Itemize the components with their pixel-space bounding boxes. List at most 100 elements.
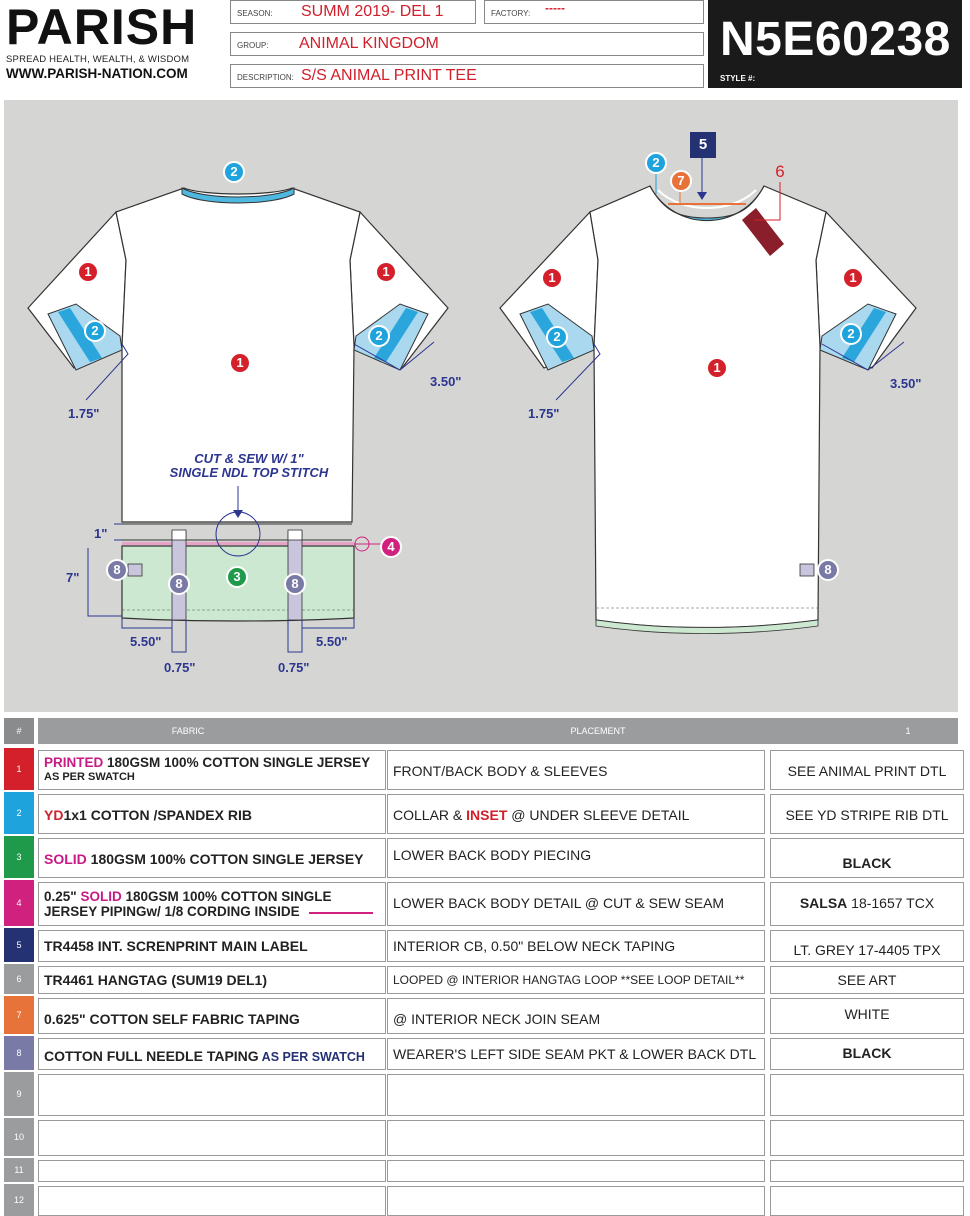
row-fabric: COTTON FULL NEEDLE TAPING AS PER SWATCH (38, 1038, 386, 1070)
col1-text: 18-1657 TCX (847, 895, 935, 911)
back-tape-left-callout: 8 (168, 573, 190, 595)
back-collar-callout: 2 (223, 161, 245, 183)
row-col1[interactable] (770, 1160, 964, 1182)
back-lower-panel-callout: 3 (226, 566, 248, 588)
placement-highlight: INSET (466, 807, 508, 823)
fabric-main: 1x1 COTTON /SPANDEX RIB (63, 807, 252, 823)
row-placement[interactable] (387, 1186, 765, 1216)
table-row: 11 (4, 1158, 964, 1182)
row-placement[interactable] (387, 1160, 765, 1182)
back-tape-right-callout: 8 (284, 573, 306, 595)
table-row: 3 SOLID 180GSM 100% COTTON SINGLE JERSEY… (4, 836, 964, 878)
placement-text: INTERIOR CB, 0.50" BELOW NECK TAPING (393, 938, 676, 954)
row-fabric[interactable] (38, 1120, 386, 1156)
table-row: 7 0.625" COTTON SELF FABRIC TAPING @ INT… (4, 996, 964, 1034)
row-num: 12 (4, 1184, 34, 1216)
front-collar-callout: 2 (645, 152, 667, 174)
tape-width-left-measure: 0.75" (164, 660, 196, 675)
row-placement: COLLAR & INSET @ UNDER SLEEVE DETAIL (387, 794, 765, 834)
row-placement[interactable] (387, 1074, 765, 1116)
brand-tagline: SPREAD HEALTH, WEALTH, & WISDOM (6, 54, 190, 65)
back-right-inset-stripe (374, 308, 418, 362)
front-sleeve-right-measure: 3.50" (890, 376, 922, 391)
fabric-main: 180GSM 100% COTTON SINGLE (121, 889, 332, 904)
seam-drop-measure: 1" (94, 526, 108, 541)
fabric-prefix: YD (44, 807, 64, 823)
season-value: SUMM 2019- DEL 1 (301, 3, 444, 20)
fabric-main: TR4461 HANGTAG (SUM19 DEL1) (44, 972, 268, 988)
row-fabric[interactable] (38, 1186, 386, 1216)
front-body (589, 185, 827, 629)
fabric-main: COTTON FULL NEEDLE TAPING (44, 1048, 259, 1064)
row-placement[interactable] (387, 1120, 765, 1156)
row-col1: SALSA 18-1657 TCX (770, 882, 964, 926)
col1-text: LT. GREY 17-4405 TPX (793, 942, 941, 958)
row-fabric: SOLID 180GSM 100% COTTON SINGLE JERSEY (38, 838, 386, 878)
placement-text: LOWER BACK BODY PIECING (393, 847, 592, 863)
description-label: DESCRIPTION: (237, 73, 294, 82)
front-left-inset-callout: 2 (546, 326, 568, 348)
table-row: 2 YD1x1 COTTON /SPANDEX RIB COLLAR & INS… (4, 792, 964, 834)
fabric-prefix: SOLID (44, 851, 87, 867)
row-placement: WEARER'S LEFT SIDE SEAM PKT & LOWER BACK… (387, 1038, 765, 1070)
factory-field: FACTORY: ----- (484, 0, 704, 24)
row-num: 7 (4, 996, 34, 1034)
row-fabric[interactable] (38, 1074, 386, 1116)
back-piping-callout: 4 (380, 536, 402, 558)
fabric-prefix: SOLID (80, 889, 122, 904)
fabric-main-line2: JERSEY PIPINGw/ 1/8 CORDING INSIDE (44, 904, 300, 919)
col1-text: SEE YD STRIPE RIB DTL (785, 807, 949, 823)
placement-text: WEARER'S LEFT SIDE SEAM PKT & LOWER BACK… (393, 1046, 757, 1062)
row-num: 8 (4, 1036, 34, 1070)
style-number-label: STYLE #: (720, 74, 756, 83)
row-num: 10 (4, 1118, 34, 1156)
placement-text: FRONT/BACK BODY & SLEEVES (393, 763, 608, 779)
table-row: 4 0.25" SOLID 180GSM 100% COTTON SINGLE … (4, 880, 964, 926)
row-col1[interactable] (770, 1074, 964, 1116)
front-label-callout: 5 (690, 132, 716, 158)
placement-text-post: @ UNDER SLEEVE DETAIL (507, 807, 690, 823)
row-fabric[interactable] (38, 1160, 386, 1182)
back-body-callout: 1 (229, 352, 251, 374)
row-fabric: 0.25" SOLID 180GSM 100% COTTON SINGLE JE… (38, 882, 386, 926)
row-fabric: PRINTED 180GSM 100% COTTON SINGLE JERSEY… (38, 750, 386, 790)
sketch-area: 2 1 1 2 2 1 3 4 8 8 8 2 7 5 6 1 1 2 2 1 … (4, 100, 958, 712)
construction-note-line1: CUT & SEW W/ 1" (194, 451, 304, 466)
table-row: 9 (4, 1072, 964, 1116)
row-fabric: YD1x1 COTTON /SPANDEX RIB (38, 794, 386, 834)
style-number: N5E60238 (720, 13, 951, 66)
row-num: 6 (4, 964, 34, 994)
back-left-inset-stripe (58, 308, 102, 362)
row-col1: SEE YD STRIPE RIB DTL (770, 794, 964, 834)
row-fabric: 0.625" COTTON SELF FABRIC TAPING (38, 998, 386, 1034)
table-row: 12 (4, 1184, 964, 1216)
row-col1: BLACK (770, 1038, 964, 1070)
row-placement: FRONT/BACK BODY & SLEEVES (387, 750, 765, 790)
back-left-sleeve-callout: 1 (77, 261, 99, 283)
front-right-inset-callout: 2 (840, 323, 862, 345)
row-col1: WHITE (770, 998, 964, 1034)
front-hangtag-callout: 6 (775, 162, 785, 181)
header-fabric: FABRIC (38, 718, 338, 744)
table-row: 6 TR4461 HANGTAG (SUM19 DEL1) LOOPED @ I… (4, 964, 964, 994)
row-placement: LOWER BACK BODY DETAIL @ CUT & SEW SEAM (387, 882, 765, 926)
row-num: 2 (4, 792, 34, 834)
brand-name: PARISH (6, 0, 198, 55)
front-side-tab (799, 563, 815, 577)
season-field: SEASON: SUMM 2019- DEL 1 (230, 0, 476, 24)
spec-header: PARISH SPREAD HEALTH, WEALTH, & WISDOM W… (0, 0, 970, 98)
row-col1[interactable] (770, 1186, 964, 1216)
group-label: GROUP: (237, 41, 269, 50)
table-row: 5 TR4458 INT. SCRENPRINT MAIN LABEL INTE… (4, 928, 964, 962)
table-row: 8 COTTON FULL NEEDLE TAPING AS PER SWATC… (4, 1036, 964, 1070)
row-col1[interactable] (770, 1120, 964, 1156)
row-num: 5 (4, 928, 34, 962)
back-sleeve-left-measure: 1.75" (68, 406, 100, 421)
group-value: ANIMAL KINGDOM (299, 35, 439, 52)
factory-value: ----- (545, 1, 565, 15)
table-row: 10 (4, 1118, 964, 1156)
row-num: 9 (4, 1072, 34, 1116)
back-side-tab (127, 563, 143, 577)
front-view (499, 158, 917, 634)
placement-text: @ INTERIOR NECK JOIN SEAM (393, 1011, 601, 1027)
